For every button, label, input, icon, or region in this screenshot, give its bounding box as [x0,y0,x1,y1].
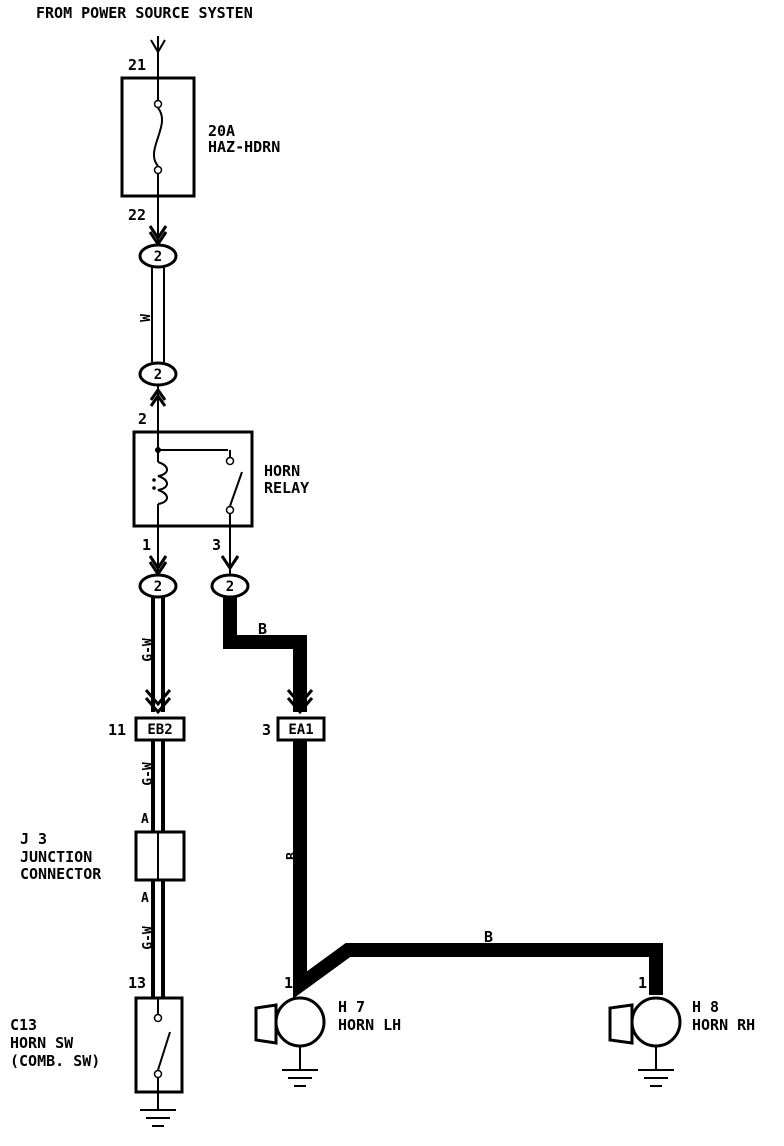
fuse-name: HAZ-HDRN [208,138,280,156]
wire-label-b-2: B [285,852,300,860]
jconn-id: J 3 [20,830,47,848]
relay-name-2: RELAY [264,479,309,497]
horn-lh-id: H 7 [338,998,365,1016]
connector-1: 2 [138,243,178,269]
junction-eb2: EB2 [134,716,186,742]
horn-sw-line2: (COMB. SW) [10,1052,100,1070]
fuse [120,76,196,198]
eb2-pin: 11 [108,721,126,739]
horn-sw-pin: 13 [128,974,146,992]
svg-text:EA1: EA1 [288,722,313,738]
horn-relay [132,430,254,528]
wire-label-b-3: B [484,928,493,946]
wire-g-w-1 [144,597,172,715]
relay-name-1: HORN [264,462,300,480]
horn-rh-pin: 1 [638,974,647,992]
svg-text:2: 2 [154,249,162,265]
jconn-line2: CONNECTOR [20,865,102,883]
horn-lh [254,996,326,1087]
relay-pin-2: 2 [138,410,147,428]
ground-switch [140,1092,176,1127]
horn-sw-line1: HORN SW [10,1034,74,1052]
svg-text:2: 2 [154,367,162,383]
ea1-pin: 3 [262,721,271,739]
horn-rh-id: H 8 [692,998,719,1016]
wire-label-gw-3: G-W [141,926,156,950]
jconn-pin-top: A [141,812,149,827]
relay-pin-1: 1 [142,536,151,554]
jconn-line1: JUNCTION [20,848,92,866]
junction-connector [134,830,186,882]
horn-lh-pin: 1 [284,974,293,992]
svg-text:2: 2 [154,579,162,595]
fuse-pin-out: 22 [128,206,146,224]
junction-ea1: EA1 [276,716,326,742]
jconn-pin-bottom: A [141,891,149,906]
wire-label-gw-1: G-W [141,638,156,662]
relay-pin-3: 3 [212,536,221,554]
power-source-label: FROM POWER SOURCE SYSTEN [36,4,253,22]
svg-text:2: 2 [226,579,234,595]
svg-text:EB2: EB2 [147,722,172,738]
horn-switch [134,996,184,1094]
connector-2: 2 [138,361,178,387]
horn-lh-name: HORN LH [338,1016,401,1034]
wire-label-w: W [139,314,154,322]
fuse-rating: 20A [208,122,235,140]
horn-sw-id: C13 [10,1016,37,1034]
connector-4: 2 [210,573,250,599]
wire-w [151,267,165,362]
horn-rh-name: HORN RH [692,1016,755,1034]
connector-3: 2 [138,573,178,599]
fuse-pin-in: 21 [128,56,146,74]
input-arrow [150,36,166,78]
wire-label-gw-2: G-W [141,762,156,786]
horn-rh [608,996,682,1087]
wire-label-b-1: B [258,620,267,638]
